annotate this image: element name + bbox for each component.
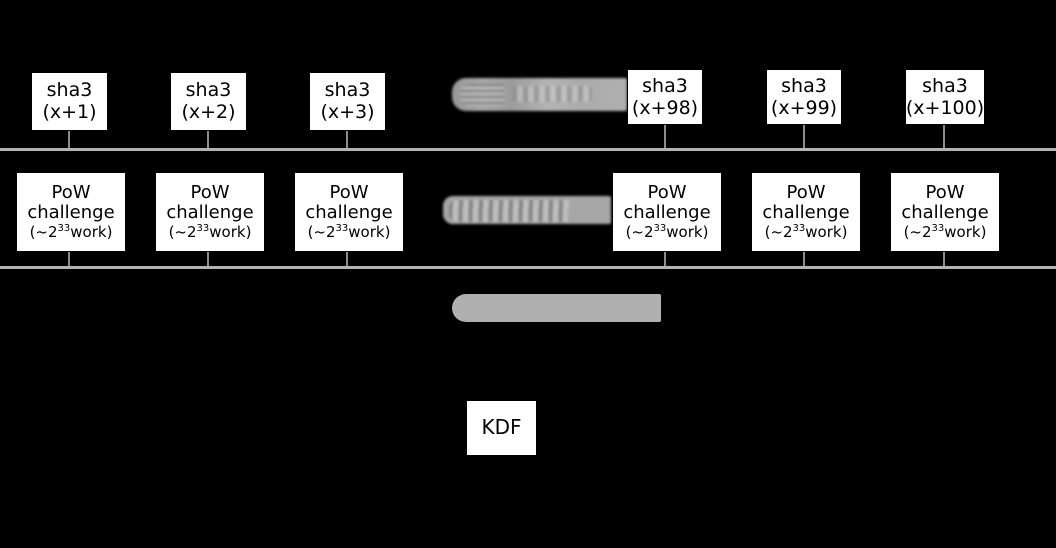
hash-node-x-plus-98[interactable]: sha3 (x+98)	[627, 69, 703, 125]
pow-node-4[interactable]: PoW challenge (~233work)	[612, 172, 722, 252]
pow-node-line1: PoW	[647, 182, 687, 204]
hash-row-redaction-bar	[452, 78, 627, 111]
connector-tick	[68, 131, 70, 150]
diagram-title: Proof-of-work hash chain diagram	[0, 21, 1, 22]
connector-tick	[346, 131, 348, 150]
pow-node-5[interactable]: PoW challenge (~233work)	[751, 172, 861, 252]
connector-tick	[943, 125, 945, 150]
pow-node-work: (~233work)	[29, 223, 113, 242]
connector-tick	[803, 125, 805, 150]
lower-bus-line	[0, 266, 1056, 269]
output-redaction-bar	[452, 294, 661, 322]
kdf-node[interactable]: KDF	[466, 400, 537, 456]
hash-node-line1: sha3	[185, 79, 232, 102]
hash-node-line1: sha3	[46, 79, 93, 102]
hash-node-line1: sha3	[324, 79, 371, 102]
connector-tick	[664, 125, 666, 150]
connector-tick	[68, 252, 70, 267]
hash-node-x-plus-100[interactable]: sha3 (x+100)	[905, 69, 985, 125]
pow-node-work: (~233work)	[903, 223, 987, 242]
hash-node-x-plus-2[interactable]: sha3 (x+2)	[170, 72, 247, 131]
pow-node-line2: challenge	[27, 201, 115, 223]
pow-node-line2: challenge	[305, 201, 393, 223]
pow-node-work: (~233work)	[625, 223, 709, 242]
connector-tick	[207, 131, 209, 150]
connector-tick	[803, 252, 805, 267]
pow-node-line1: PoW	[925, 182, 965, 204]
pow-node-work: (~233work)	[307, 223, 391, 242]
pow-node-line1: PoW	[786, 182, 826, 204]
connector-tick	[943, 252, 945, 267]
hash-node-x-plus-99[interactable]: sha3 (x+99)	[766, 69, 842, 125]
hash-node-line2: (x+98)	[631, 96, 699, 119]
kdf-label: KDF	[481, 415, 522, 440]
pow-node-line2: challenge	[623, 201, 711, 223]
pow-node-line2: challenge	[901, 201, 989, 223]
hash-node-x-plus-3[interactable]: sha3 (x+3)	[309, 72, 386, 131]
pow-node-line2: challenge	[166, 201, 254, 223]
connector-tick	[346, 252, 348, 267]
pow-node-line1: PoW	[51, 182, 91, 204]
hash-node-line2: (x+2)	[181, 101, 236, 123]
connector-tick	[207, 252, 209, 267]
pow-node-line2: challenge	[762, 201, 850, 223]
upper-bus-line	[0, 148, 1056, 151]
pow-row-redaction-bar	[443, 196, 611, 224]
pow-node-6[interactable]: PoW challenge (~233work)	[890, 172, 1000, 252]
pow-node-3[interactable]: PoW challenge (~233work)	[294, 172, 404, 252]
hash-node-line1: sha3	[781, 74, 827, 97]
pow-node-work: (~233work)	[764, 223, 848, 242]
pow-node-1[interactable]: PoW challenge (~233work)	[16, 172, 126, 252]
pow-node-line1: PoW	[329, 182, 369, 204]
hash-node-line1: sha3	[642, 74, 688, 97]
connector-tick	[664, 252, 666, 267]
hash-node-line1: sha3	[922, 74, 968, 97]
hash-node-line2: (x+99)	[770, 96, 838, 119]
hash-node-line2: (x+3)	[320, 101, 375, 123]
hash-node-line2: (x+1)	[42, 101, 97, 123]
pow-node-2[interactable]: PoW challenge (~233work)	[155, 172, 265, 252]
hash-node-x-plus-1[interactable]: sha3 (x+1)	[31, 72, 108, 131]
pow-node-line1: PoW	[190, 182, 230, 204]
pow-node-work: (~233work)	[168, 223, 252, 242]
hash-node-line2: (x+100)	[905, 96, 985, 119]
